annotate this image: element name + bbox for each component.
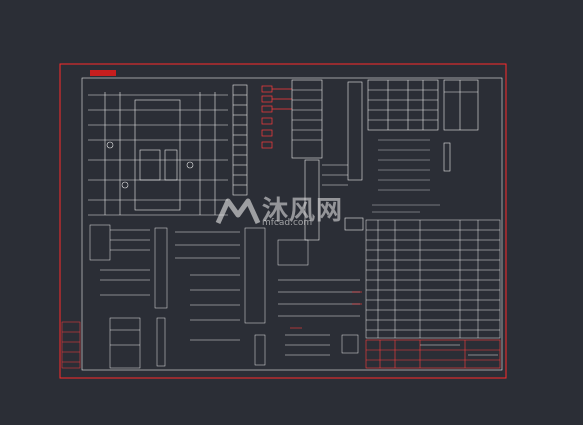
watermark-url: mfcad.com [262,218,313,228]
terminal-strip [232,84,248,196]
title-block-white [420,344,498,356]
lower-left-circuits [89,224,168,369]
drawing-tag [90,70,116,76]
legend-tables [367,79,479,172]
notes-lines [372,139,440,213]
title-block [365,339,501,369]
inner-frame [81,77,503,371]
red-contacts [290,291,362,329]
middle-lower-circuits [175,227,360,366]
watermark-brand: 沐风网 [262,196,344,226]
drawing-frame [59,63,507,379]
revision-table [61,321,81,369]
plc-module [291,79,364,241]
main-circuit-block [88,92,228,216]
bom-table [365,219,501,339]
highlighted-relays [261,85,292,149]
brand-logo-icon [215,198,261,225]
